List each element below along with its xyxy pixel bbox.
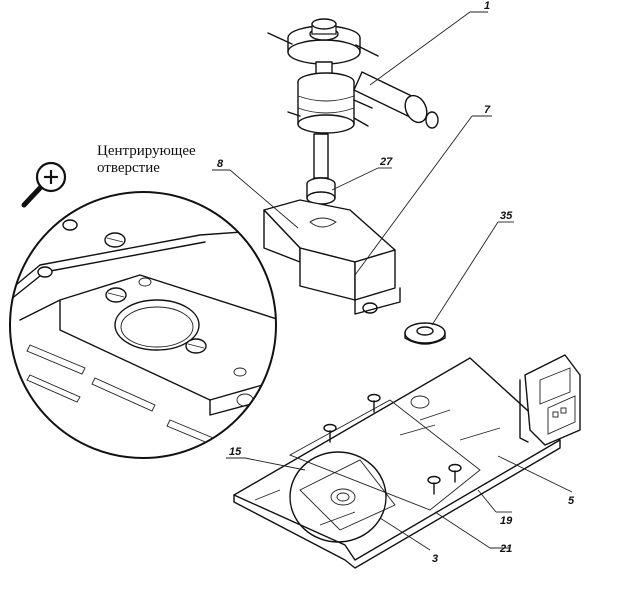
callout-7: 7 [484,104,491,116]
screw [427,475,441,495]
callout-35: 35 [500,210,513,222]
base-plate [233,354,581,569]
screw [323,423,337,443]
leader-lines [212,11,573,551]
screw [448,463,462,483]
callout-15: 15 [229,446,242,458]
zoom-in-icon[interactable] [21,161,67,208]
washer [404,322,446,345]
callout-5: 5 [568,495,575,507]
callout-1: 1 [484,0,490,12]
annotation-line-2: отверстие [97,160,160,176]
detail-magnifier-circle [9,191,277,459]
screw [367,393,381,413]
callout-3: 3 [432,553,438,565]
callout-19: 19 [500,515,513,527]
bracket-block [263,199,401,315]
callout-21: 21 [499,543,512,555]
annotation-line-1: Центрирующее [97,143,196,159]
callout-27: 27 [379,156,393,168]
callout-8: 8 [217,158,224,170]
motor-assembly [267,18,439,205]
